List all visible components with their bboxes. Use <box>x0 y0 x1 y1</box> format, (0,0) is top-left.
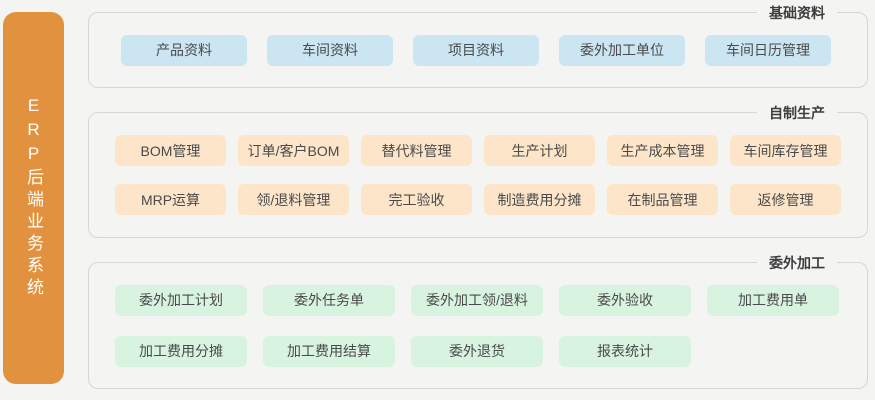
module-row: MRP运算领/退料管理完工验收制造费用分摊在制品管理返修管理 <box>115 184 841 215</box>
section-basic-data: 基础资料 产品资料车间资料项目资料委外加工单位车间日历管理 <box>88 3 868 88</box>
module-button[interactable]: 车间资料 <box>267 34 393 66</box>
module-button[interactable]: 委外加工单位 <box>559 34 685 66</box>
module-button[interactable]: 在制品管理 <box>607 184 718 215</box>
module-button[interactable]: 加工费用结算 <box>263 335 395 367</box>
module-button[interactable]: 返修管理 <box>730 184 841 215</box>
module-button[interactable]: 加工费用分摊 <box>115 335 247 367</box>
module-row: 产品资料车间资料项目资料委外加工单位车间日历管理 <box>121 34 841 66</box>
erp-system-title: ERP后端业务系统 <box>24 96 43 300</box>
module-button[interactable]: 委外加工计划 <box>115 284 247 316</box>
module-sections: 基础资料 产品资料车间资料项目资料委外加工单位车间日历管理 自制生产 BOM管理… <box>88 3 868 389</box>
module-button[interactable]: MRP运算 <box>115 184 226 215</box>
module-button[interactable]: 生产计划 <box>484 135 595 166</box>
module-button[interactable]: 领/退料管理 <box>238 184 349 215</box>
module-button[interactable]: 委外退货 <box>411 335 543 367</box>
module-button[interactable]: 订单/客户BOM <box>238 135 349 166</box>
module-button[interactable]: 委外验收 <box>559 284 691 316</box>
module-button[interactable]: 车间库存管理 <box>730 135 841 166</box>
module-button[interactable]: 加工费用单 <box>707 284 839 316</box>
module-button[interactable]: 委外任务单 <box>263 284 395 316</box>
section-outsourced-processing: 委外加工 委外加工计划委外任务单委外加工领/退料委外验收加工费用单加工费用分摊加… <box>88 253 868 389</box>
module-button[interactable]: 报表统计 <box>559 335 691 367</box>
module-button[interactable]: 替代料管理 <box>361 135 472 166</box>
module-row: BOM管理订单/客户BOM 替代料管理生产计划生产成本管理车间库存管理 <box>115 135 841 166</box>
module-button[interactable]: 生产成本管理 <box>607 135 718 166</box>
module-button[interactable]: 项目资料 <box>413 34 539 66</box>
section-in-house-production-rows: BOM管理订单/客户BOM 替代料管理生产计划生产成本管理车间库存管理 MRP运算领… <box>115 135 841 215</box>
section-in-house-production: 自制生产 BOM管理订单/客户BOM 替代料管理生产计划生产成本管理车间库存管理 M… <box>88 103 868 238</box>
section-basic-data-rows: 产品资料车间资料项目资料委外加工单位车间日历管理 <box>121 34 841 66</box>
module-button[interactable]: 车间日历管理 <box>705 34 831 66</box>
module-row: 委外加工计划委外任务单委外加工领/退料委外验收加工费用单 <box>115 284 841 316</box>
section-in-house-production-title: 自制生产 <box>757 103 837 123</box>
section-basic-data-title: 基础资料 <box>757 3 837 23</box>
module-button[interactable]: 完工验收 <box>361 184 472 215</box>
section-outsourced-processing-title: 委外加工 <box>757 253 837 273</box>
module-button[interactable]: 制造费用分摊 <box>484 184 595 215</box>
module-button[interactable]: 委外加工领/退料 <box>411 284 543 316</box>
erp-system-banner: ERP后端业务系统 <box>3 12 64 384</box>
module-row: 加工费用分摊加工费用结算委外退货报表统计 <box>115 335 841 367</box>
module-button[interactable]: 产品资料 <box>121 34 247 66</box>
section-outsourced-processing-rows: 委外加工计划委外任务单委外加工领/退料委外验收加工费用单加工费用分摊加工费用结算… <box>115 284 841 367</box>
module-button[interactable]: BOM管理 <box>115 135 226 166</box>
